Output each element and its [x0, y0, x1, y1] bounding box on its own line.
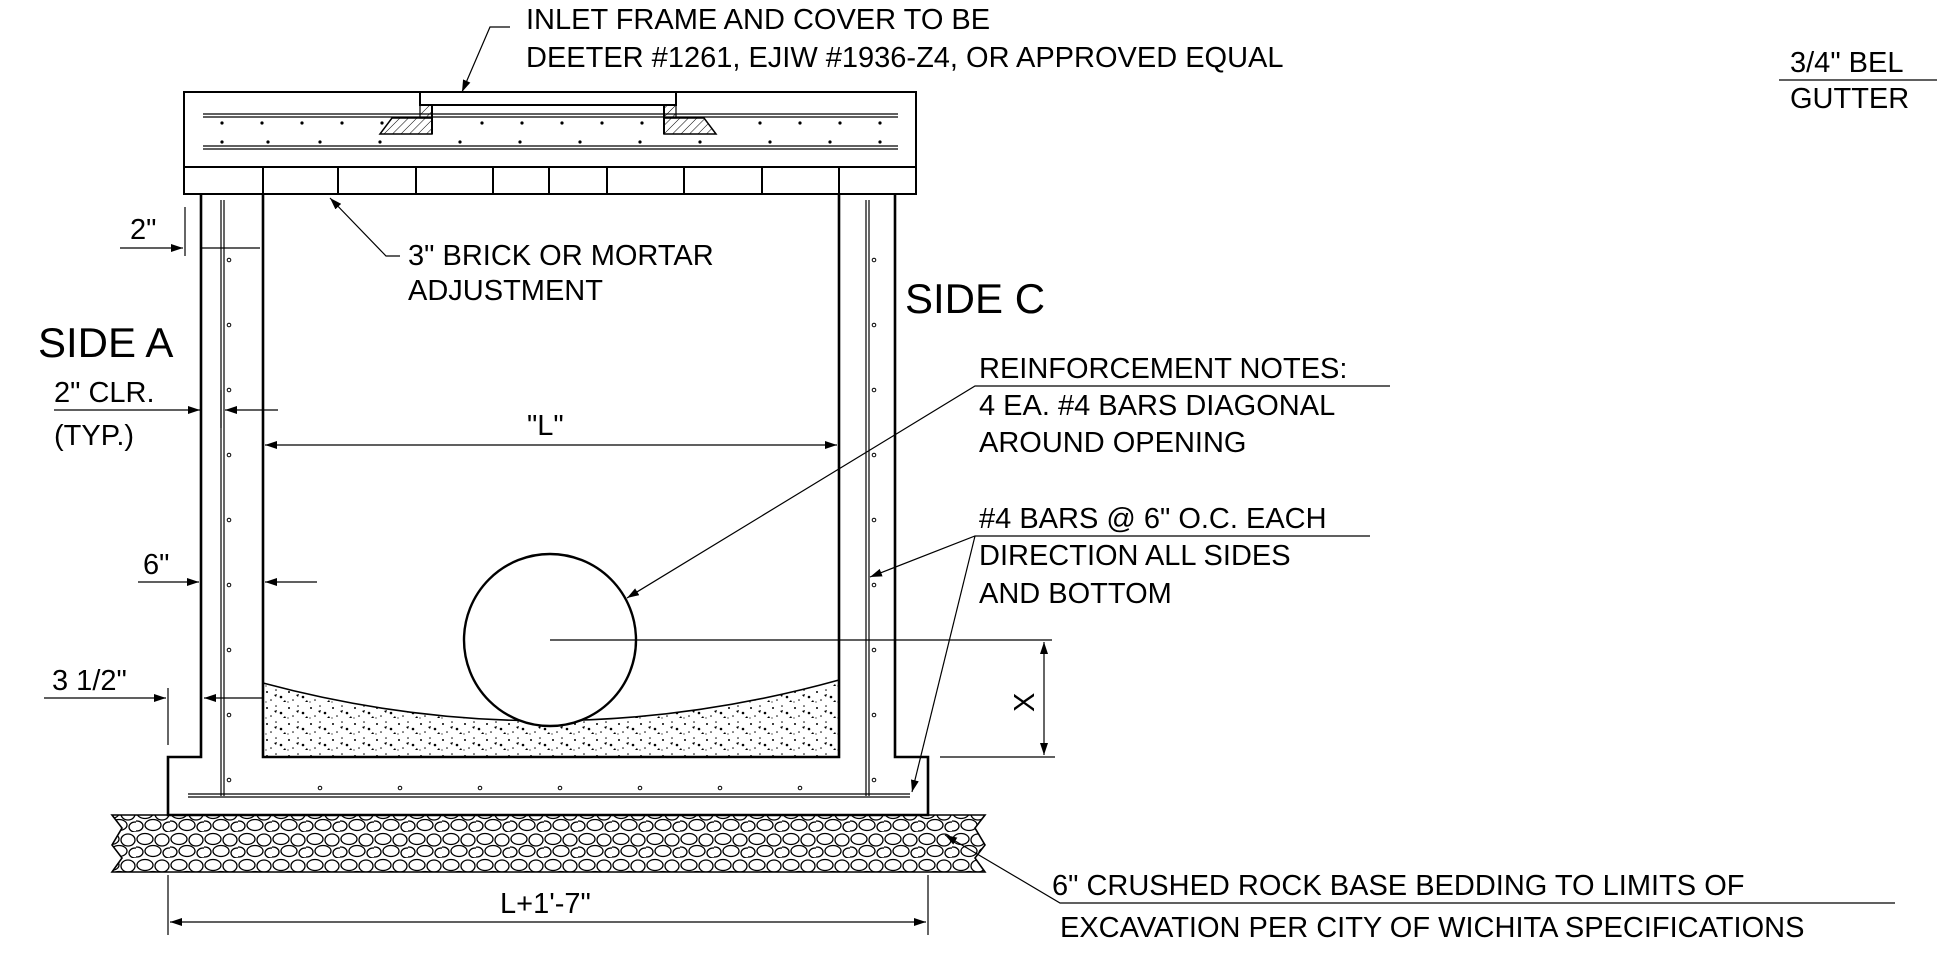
dim-6in: 6": [143, 549, 169, 581]
side-c-label: SIDE C: [905, 275, 1045, 322]
below-gutter-label-top: 3/4" BEL: [1790, 47, 1903, 79]
inlet-frame-and-cover: [378, 91, 718, 135]
reinf-notes-title: REINFORCEMENT NOTES:: [979, 353, 1347, 385]
reinf-notes-line1: 4 EA. #4 BARS DIAGONAL: [979, 390, 1335, 422]
brick-label-line1: 3" BRICK OR MORTAR: [408, 240, 714, 272]
dim-3-5in: 3 1/2": [52, 665, 127, 697]
brick-adjustment-course: [183, 166, 917, 195]
side-a-label: SIDE A: [38, 319, 173, 366]
reinf-notes-line2: AROUND OPENING: [979, 427, 1246, 459]
dim-typ: (TYP.): [54, 420, 134, 452]
brick-label-line2: ADJUSTMENT: [408, 275, 603, 307]
dim-2in: 2": [130, 214, 156, 246]
annotation-text: INLET FRAME AND COVER TO BE DEETER #1261…: [38, 4, 1909, 944]
bedding-note-line2: EXCAVATION PER CITY OF WICHITA SPECIFICA…: [1060, 912, 1804, 944]
bars-note-line3: AND BOTTOM: [979, 578, 1172, 610]
top-slab: [183, 91, 917, 168]
crushed-rock-bedding: [110, 814, 987, 873]
bars-note-line2: DIRECTION ALL SIDES: [979, 540, 1291, 572]
dim-l: "L": [527, 410, 564, 442]
below-gutter-label-bottom: GUTTER: [1790, 83, 1909, 115]
dim-x: X: [1009, 693, 1041, 712]
leaders-and-dimensions: [44, 26, 1937, 935]
dim-l-plus: L+1'-7": [500, 888, 591, 920]
inlet-frame-label-line2: DEETER #1261, EJIW #1936-Z4, OR APPROVED…: [526, 42, 1284, 74]
dim-2in-clr: 2" CLR.: [54, 377, 155, 409]
bars-note-line1: #4 BARS @ 6" O.C. EACH: [979, 503, 1327, 535]
inlet-frame-label-line1: INLET FRAME AND COVER TO BE: [526, 4, 990, 36]
bottom-fill: [262, 678, 840, 758]
bedding-note-line1: 6" CRUSHED ROCK BASE BEDDING TO LIMITS O…: [1052, 870, 1744, 902]
